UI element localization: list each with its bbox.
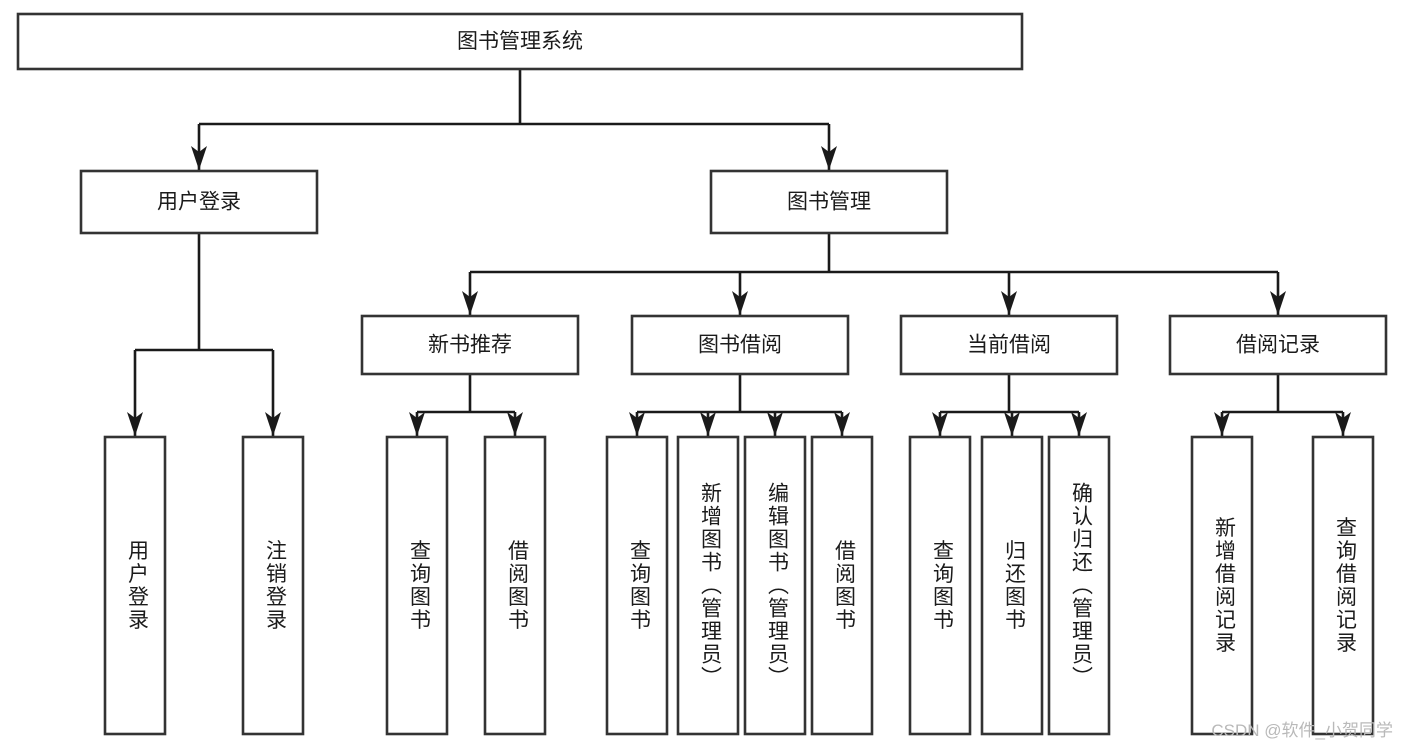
node-label-leaf-edit-book-admin: 编辑图书（管理员）	[765, 482, 789, 689]
connector-lines	[127, 69, 1351, 436]
node-box-leaf-return-book[interactable]	[980, 435, 1044, 736]
arrow-head-leaf-query-book-rec	[409, 412, 425, 436]
node-box-leaf-query-book-current[interactable]	[908, 435, 972, 736]
node-label-user-login: 用户登录	[157, 191, 241, 214]
arrow-head-leaf-confirm-return-admin	[1071, 412, 1087, 436]
node-user-login[interactable]: 用户登录	[79, 169, 319, 235]
node-leaf-add-book-admin[interactable]: 新增图书（管理员）	[676, 435, 740, 736]
node-box-book-manage[interactable]	[709, 169, 949, 235]
node-leaf-add-borrow-record[interactable]: 新增借阅记录	[1190, 435, 1254, 736]
node-label-leaf-return-book: 归还图书	[1002, 540, 1026, 632]
node-label-current-borrow: 当前借阅	[967, 334, 1051, 357]
node-label-borrow-record: 借阅记录	[1236, 334, 1320, 357]
node-boxes: 图书管理系统用户登录图书管理新书推荐图书借阅当前借阅借阅记录用户登录注销登录查询…	[16, 12, 1388, 736]
node-leaf-query-book-current[interactable]: 查询图书	[908, 435, 972, 736]
node-label-leaf-user-login: 用户登录	[125, 540, 149, 632]
node-new-book-recommend[interactable]: 新书推荐	[360, 314, 580, 376]
node-label-leaf-query-book-borrow: 查询图书	[627, 540, 651, 632]
node-label-leaf-query-book-current: 查询图书	[930, 540, 954, 632]
node-box-leaf-confirm-return-admin[interactable]	[1047, 435, 1111, 736]
node-box-root[interactable]	[16, 12, 1024, 71]
node-label-leaf-confirm-return-admin: 确认归还（管理员）	[1069, 482, 1093, 689]
arrow-head-current-borrow	[1001, 291, 1017, 315]
node-leaf-user-logout[interactable]: 注销登录	[241, 435, 305, 736]
node-label-leaf-borrow-book: 借阅图书	[832, 540, 856, 632]
arrow-head-leaf-edit-book-admin	[767, 412, 783, 436]
node-label-leaf-add-book-admin: 新增图书（管理员）	[698, 482, 722, 689]
node-label-leaf-query-book-rec: 查询图书	[407, 540, 431, 632]
node-leaf-query-borrow-record[interactable]: 查询借阅记录	[1311, 435, 1375, 736]
node-label-root: 图书管理系统	[457, 30, 583, 53]
node-label-leaf-user-logout: 注销登录	[263, 540, 287, 632]
node-leaf-user-login[interactable]: 用户登录	[103, 435, 167, 736]
node-box-leaf-add-book-admin[interactable]	[676, 435, 740, 736]
node-leaf-edit-book-admin[interactable]: 编辑图书（管理员）	[743, 435, 807, 736]
watermark-text: CSDN @软件_小贺同学	[1211, 721, 1393, 740]
node-box-user-login[interactable]	[79, 169, 319, 235]
node-book-manage[interactable]: 图书管理	[709, 169, 949, 235]
arrow-head-leaf-borrow-book	[834, 412, 850, 436]
node-box-leaf-borrow-book-rec[interactable]	[483, 435, 547, 736]
node-box-new-book-recommend[interactable]	[360, 314, 580, 376]
arrow-head-leaf-borrow-book-rec	[507, 412, 523, 436]
node-label-leaf-add-borrow-record: 新增借阅记录	[1212, 517, 1236, 655]
arrow-head-leaf-user-logout	[265, 412, 281, 436]
node-box-leaf-user-login[interactable]	[103, 435, 167, 736]
arrow-head-leaf-return-book	[1004, 412, 1020, 436]
node-box-leaf-edit-book-admin[interactable]	[743, 435, 807, 736]
node-borrow-record[interactable]: 借阅记录	[1168, 314, 1388, 376]
node-leaf-borrow-book[interactable]: 借阅图书	[810, 435, 874, 736]
node-root[interactable]: 图书管理系统	[16, 12, 1024, 71]
node-leaf-borrow-book-rec[interactable]: 借阅图书	[483, 435, 547, 736]
node-label-leaf-query-borrow-record: 查询借阅记录	[1333, 517, 1357, 655]
node-box-leaf-user-logout[interactable]	[241, 435, 305, 736]
node-box-book-borrow[interactable]	[630, 314, 850, 376]
node-box-leaf-query-borrow-record[interactable]	[1311, 435, 1375, 736]
arrow-head-leaf-add-book-admin	[700, 412, 716, 436]
node-leaf-query-book-borrow[interactable]: 查询图书	[605, 435, 669, 736]
node-box-leaf-borrow-book[interactable]	[810, 435, 874, 736]
node-box-current-borrow[interactable]	[899, 314, 1119, 376]
node-box-leaf-query-book-rec[interactable]	[385, 435, 449, 736]
arrow-head-leaf-add-borrow-record	[1214, 412, 1230, 436]
node-leaf-confirm-return-admin[interactable]: 确认归还（管理员）	[1047, 435, 1111, 736]
arrow-head-book-manage	[821, 146, 837, 170]
node-label-new-book-recommend: 新书推荐	[428, 334, 512, 357]
node-label-leaf-borrow-book-rec: 借阅图书	[505, 540, 529, 632]
arrow-head-book-borrow	[732, 291, 748, 315]
arrow-head-user-login	[191, 146, 207, 170]
node-book-borrow[interactable]: 图书借阅	[630, 314, 850, 376]
node-box-leaf-query-book-borrow[interactable]	[605, 435, 669, 736]
node-box-borrow-record[interactable]	[1168, 314, 1388, 376]
arrow-head-leaf-user-login	[127, 412, 143, 436]
arrow-head-leaf-query-book-current	[932, 412, 948, 436]
node-leaf-query-book-rec[interactable]: 查询图书	[385, 435, 449, 736]
arrow-head-new-book-recommend	[462, 291, 478, 315]
node-current-borrow[interactable]: 当前借阅	[899, 314, 1119, 376]
arrow-head-leaf-query-book-borrow	[629, 412, 645, 436]
node-label-book-borrow: 图书借阅	[698, 334, 782, 357]
arrow-head-borrow-record	[1270, 291, 1286, 315]
arrow-head-leaf-query-borrow-record	[1335, 412, 1351, 436]
node-label-book-manage: 图书管理	[787, 191, 871, 214]
node-leaf-return-book[interactable]: 归还图书	[980, 435, 1044, 736]
node-box-leaf-add-borrow-record[interactable]	[1190, 435, 1254, 736]
